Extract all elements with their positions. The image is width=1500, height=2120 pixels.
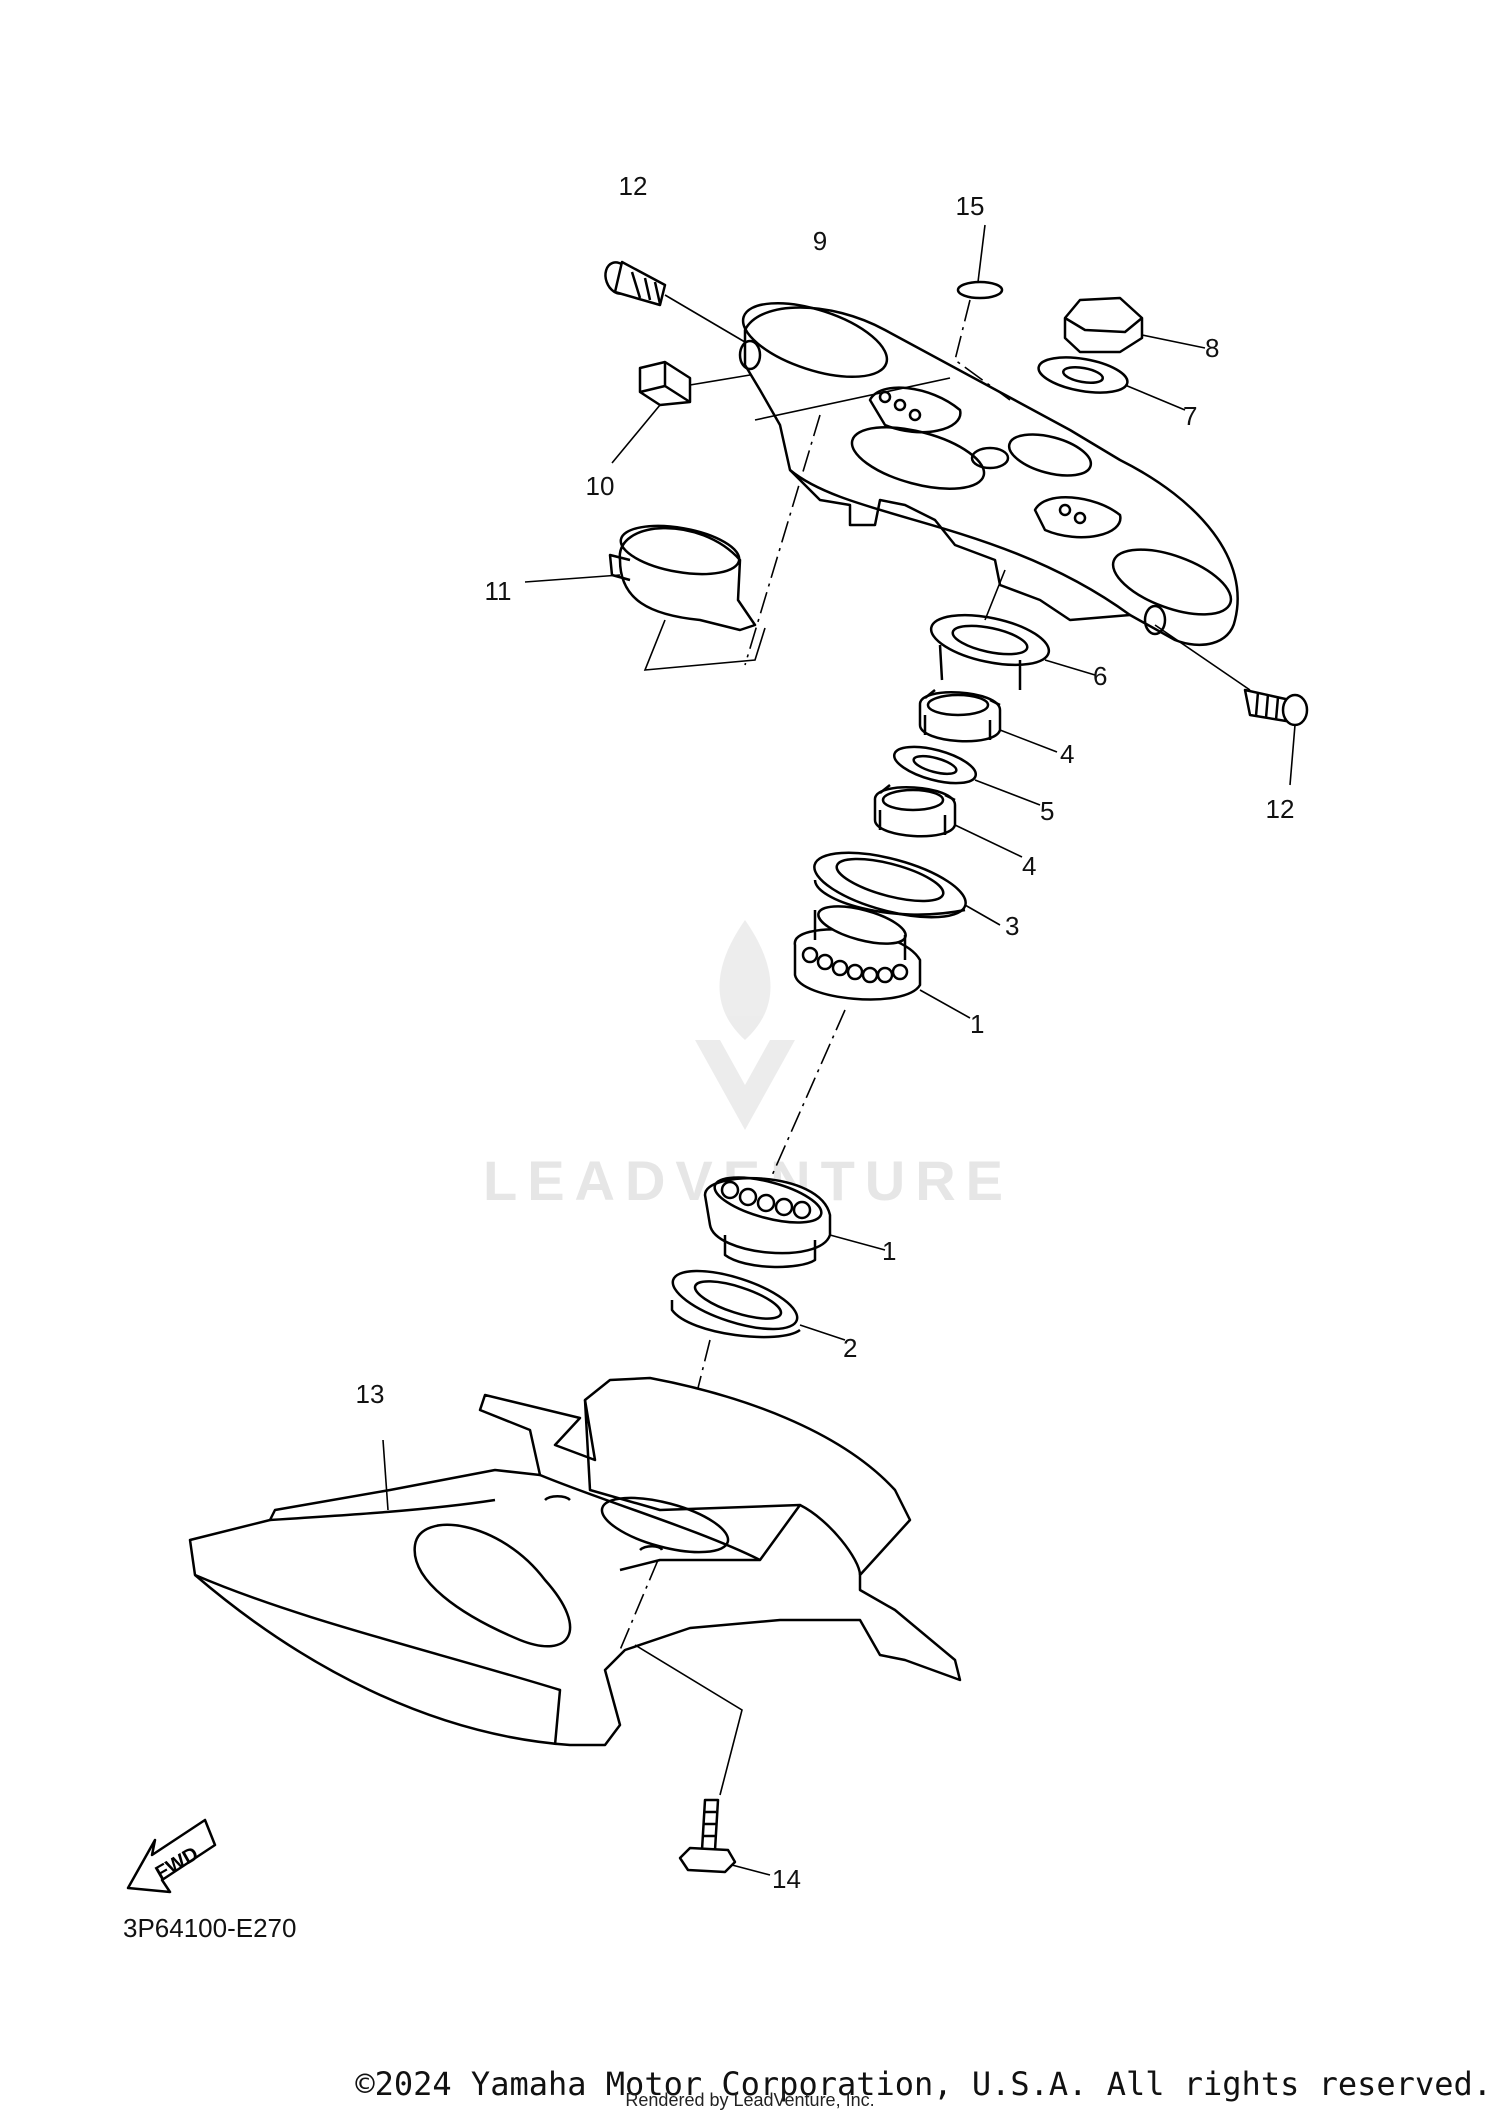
callout-2: 2 [843, 1333, 857, 1363]
part-7-washer[interactable] [1036, 351, 1186, 411]
callout-3: 3 [1005, 911, 1019, 941]
part-14-bolt[interactable] [678, 1798, 771, 1876]
callout-6: 6 [1093, 661, 1107, 691]
callout-15: 15 [956, 191, 985, 221]
callout-11: 11 [485, 576, 512, 606]
part-1-upper-bearing[interactable] [793, 899, 971, 1019]
part-8-nut[interactable] [1063, 296, 1206, 354]
part-2-oil-seal[interactable] [666, 1259, 846, 1341]
callout-12-top: 12 [619, 171, 648, 201]
watermark-logo [695, 920, 795, 1130]
callout-1-upper: 1 [970, 1009, 984, 1039]
callout-7: 7 [1183, 401, 1197, 431]
callout-4-upper: 4 [1060, 739, 1074, 769]
part-5-washer[interactable] [891, 740, 1041, 806]
callout-8: 8 [1205, 333, 1219, 363]
fwd-arrow-icon [126, 1818, 217, 1894]
part-9-upper-bracket[interactable] [734, 288, 1239, 647]
part-4-upper-ring-nut[interactable] [918, 689, 1058, 753]
part-3-bearing-cover[interactable] [808, 840, 1001, 931]
part-13-under-bracket[interactable] [188, 1376, 962, 1796]
callout-5: 5 [1040, 796, 1054, 826]
part-11-clamp[interactable] [524, 518, 766, 671]
part-6-lock-washer[interactable] [927, 569, 1096, 690]
part-4-lower-ring-nut[interactable] [873, 784, 1023, 858]
callout-1-lower: 1 [882, 1236, 896, 1266]
callout-12-bottom: 12 [1266, 794, 1295, 824]
rendered-by: Rendered by LeadVenture, Inc. [625, 2090, 875, 2110]
part-12-right-bolt[interactable] [1154, 624, 1309, 786]
part-10-cover[interactable] [611, 360, 751, 464]
part-1-lower-bearing[interactable] [703, 1168, 886, 1269]
callout-14: 14 [772, 1864, 801, 1894]
callout-13: 13 [356, 1379, 385, 1409]
copyright-notice: ©2024 Yamaha Motor Corporation, U.S.A. A… [355, 2065, 1492, 2103]
part-12-top-bolt[interactable] [601, 259, 751, 346]
callout-9: 9 [813, 226, 827, 256]
part-15-cap[interactable] [954, 224, 1011, 401]
callout-4-lower: 4 [1022, 851, 1036, 881]
callout-10: 10 [586, 471, 615, 501]
part-code: 3P64100-E270 [123, 1913, 296, 1943]
